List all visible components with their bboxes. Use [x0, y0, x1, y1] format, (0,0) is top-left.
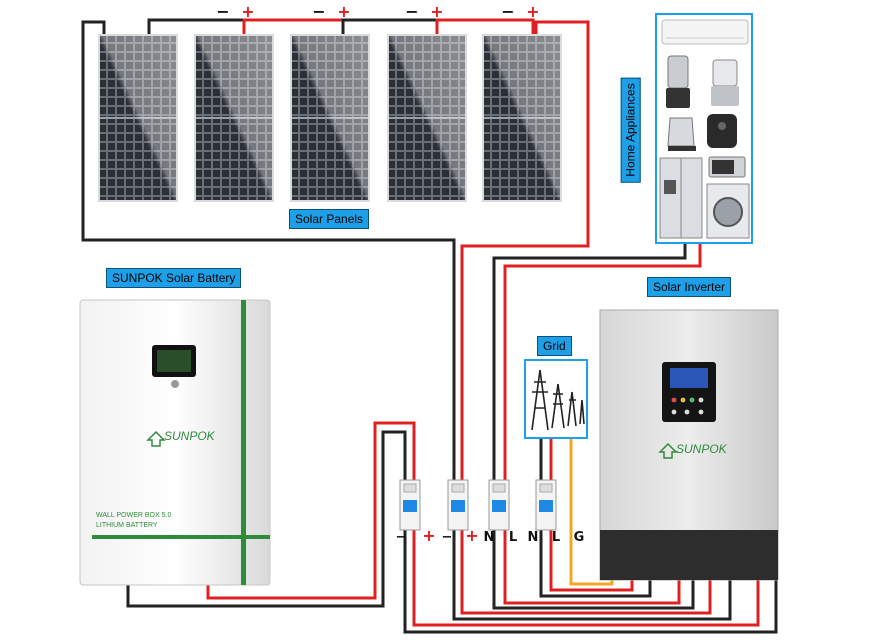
- home-appliances-panel: [655, 13, 753, 244]
- inverter-brand: SUNPOK: [676, 442, 728, 456]
- wire-panel-link-3: [341, 18, 439, 34]
- wire-inv-battery-neg: [403, 530, 778, 634]
- kettle-icon: [667, 117, 696, 151]
- air-fryer-icon: [707, 114, 737, 148]
- wire-inv-load-l: [503, 530, 681, 605]
- breaker-bank: [399, 479, 557, 531]
- terminal-label: N: [484, 530, 495, 545]
- battery-unit: SUNPOK WALL POWER BOX 5.0 LITHIUM BATTER…: [79, 299, 271, 586]
- wire-panel-link-2: [242, 18, 345, 34]
- wire-pv-positive: [460, 20, 590, 482]
- wire-load-neutral: [492, 244, 687, 482]
- wire-inv-grid-l: [549, 530, 634, 592]
- solar-panel: [387, 34, 467, 202]
- wires: [81, 18, 778, 634]
- wire-inv-grid-n: [539, 530, 652, 598]
- polarity-minus: −: [216, 2, 229, 21]
- wire-panel-link-4: [435, 18, 535, 34]
- breaker: [488, 479, 510, 531]
- wire-grid-ground: [569, 438, 614, 586]
- inverter-unit: SUNPOK: [599, 309, 779, 581]
- grid-box: [524, 359, 588, 439]
- wire-battery-positive: [206, 421, 416, 600]
- wire-inv-pv-pos: [460, 530, 712, 615]
- wire-battery-negative: [126, 430, 407, 608]
- terminal-label: +: [422, 526, 435, 545]
- battery-stripe-horizontal: [92, 535, 270, 539]
- terminal-label: G: [574, 530, 585, 545]
- battery-power-button: [171, 380, 179, 388]
- polarity-minus: −: [405, 2, 418, 21]
- label-grid: Grid: [537, 336, 572, 356]
- label-inverter: Solar Inverter: [647, 277, 732, 297]
- terminal-label: +: [465, 526, 478, 545]
- label-battery: SUNPOK Solar Battery: [106, 268, 242, 288]
- air-conditioner-icon: [661, 19, 749, 45]
- solar-panel-array: [98, 34, 562, 202]
- solar-panel: [98, 34, 178, 202]
- battery-sub-line: LITHIUM BATTERY: [96, 522, 158, 529]
- polarity-plus: +: [430, 2, 443, 21]
- label-solar-panels: Solar Panels: [289, 209, 370, 229]
- battery-stripe-vertical: [241, 300, 246, 585]
- inverter-screen: [670, 368, 708, 388]
- polarity-minus: −: [501, 2, 514, 21]
- polarity-plus: +: [337, 2, 350, 21]
- panel-polarity-marks: − + − + − + − +: [216, 2, 539, 21]
- breaker: [399, 479, 421, 531]
- wire-inv-load-n: [492, 530, 695, 610]
- terminal-label: −: [442, 530, 453, 545]
- toaster-oven-icon: [708, 156, 746, 178]
- terminal-label: N: [528, 530, 539, 545]
- food-processor-icon: [711, 59, 739, 106]
- wire-inv-pv-neg: [452, 530, 732, 621]
- wire-load-live: [503, 244, 702, 482]
- battery-logo-icon: [146, 430, 166, 447]
- terminal-label: L: [552, 530, 560, 545]
- breaker: [535, 479, 557, 531]
- washing-machine-icon: [706, 183, 750, 239]
- polarity-plus: +: [526, 2, 539, 21]
- polarity-plus: +: [241, 2, 254, 21]
- wire-inv-battery-pos: [412, 530, 760, 627]
- wire-panel-link-1: [147, 18, 246, 34]
- breaker: [447, 479, 469, 531]
- blender-icon: [666, 55, 690, 108]
- inverter-logo-icon: [658, 442, 678, 459]
- battery-model-line: WALL POWER BOX 5.0: [96, 512, 171, 519]
- solar-panel: [194, 34, 274, 202]
- label-home-appliances: Home Appliances: [620, 77, 641, 183]
- polarity-minus: −: [312, 2, 325, 21]
- power-tower-icon: [531, 369, 585, 431]
- solar-panel: [482, 34, 562, 202]
- terminal-labels: − + − + N L N L G: [396, 526, 585, 545]
- refrigerator-icon: [659, 157, 703, 239]
- wire-pv-negative: [81, 20, 456, 482]
- solar-panel: [290, 34, 370, 202]
- battery-brand: SUNPOK: [164, 429, 216, 443]
- terminal-label: L: [509, 530, 517, 545]
- terminal-label: −: [396, 530, 407, 545]
